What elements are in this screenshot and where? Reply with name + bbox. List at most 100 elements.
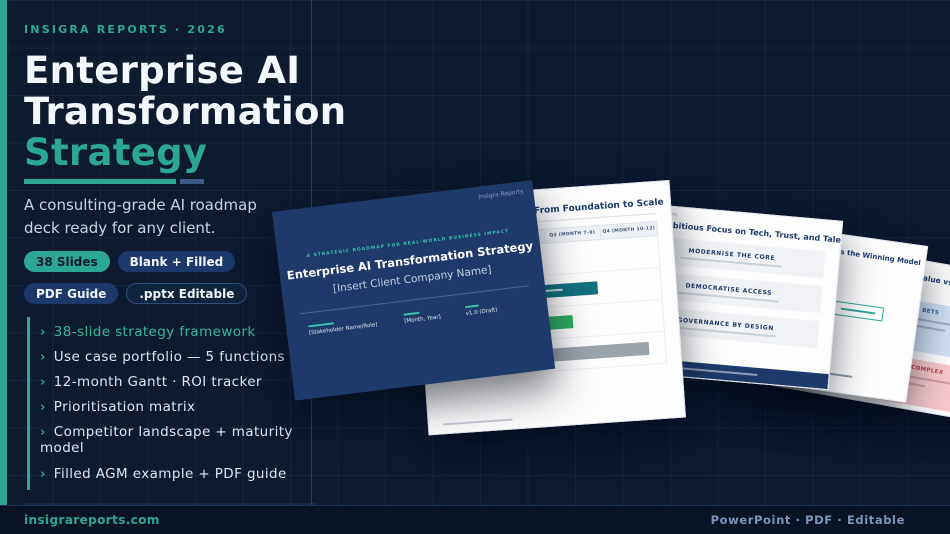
slide-brand-header: Insigra Reports xyxy=(751,227,790,239)
slide-brand-header: Insigra Reports xyxy=(478,188,524,201)
connector-line xyxy=(794,301,832,308)
gantt-row xyxy=(436,299,664,348)
chevron-icon: › xyxy=(40,425,46,441)
page-title: Enterprise AI Transformation Strategy xyxy=(24,49,346,174)
focus-band: MODERNISE THE CORE xyxy=(637,235,826,279)
slide-footnote xyxy=(734,242,924,379)
faux-text-line xyxy=(859,366,950,386)
spoke-node-box xyxy=(830,300,885,322)
quarter-label: Q2 (MONTH 4–6) xyxy=(487,229,545,247)
quadrant-heading: STRATEGIC BETS xyxy=(876,300,950,325)
footer-bar: insigrareports.com PowerPoint · PDF · Ed… xyxy=(0,505,950,534)
band-title: MODERNISE THE CORE xyxy=(688,246,776,262)
meta-value: [Month, Year] xyxy=(403,314,442,325)
title-line-1: Enterprise AI xyxy=(24,49,301,92)
feature-label: 12-month Gantt · ROI tracker xyxy=(53,373,262,390)
faux-text-line xyxy=(743,339,773,346)
slide-preview-quadrants: Four Quadrants: Business Value vs. Compl… xyxy=(771,238,950,424)
feature-label: Use case portfolio — 5 functions xyxy=(53,348,285,365)
faux-text-line xyxy=(677,291,780,303)
slide-title: 12-Month Roadmap: From Foundation to Sca… xyxy=(428,197,664,224)
badge-pptx-editable: .pptx Editable xyxy=(126,283,248,304)
faux-text-line xyxy=(788,377,838,389)
brand-eyebrow: INSIGRA REPORTS · 2026 xyxy=(24,23,227,36)
quarter-label: Q1 (MONTH 1–3) xyxy=(430,233,489,251)
center-of-excellence-hub: CENTER OF EXCELLENCE xyxy=(743,270,798,325)
badge-row-1: 38 Slides Blank + Filled xyxy=(24,251,334,272)
slide-footer-band xyxy=(614,355,829,390)
chevron-icon: › xyxy=(40,466,46,482)
spoke-node-box xyxy=(748,252,799,273)
slide-preview-execution: Insigra Reports Centralized Execution is… xyxy=(720,220,929,403)
focus-band: GOVERNANCE BY DESIGN xyxy=(631,304,820,349)
feature-label: Prioritisation matrix xyxy=(53,399,196,416)
faux-text-line xyxy=(875,310,950,330)
connector-line xyxy=(771,268,774,275)
faux-text-line xyxy=(874,317,945,332)
list-item: › 38-slide strategy framework xyxy=(30,319,334,344)
quarter-label: Q4 (MONTH 10–12) xyxy=(602,226,656,235)
meta-value: v1.0 (Draft) xyxy=(465,307,498,318)
slide-brand-header: Insigra Reports xyxy=(639,209,678,219)
slide-title: Centralized Execution is the Winning Mod… xyxy=(749,235,922,268)
square-bullet-icon xyxy=(876,301,881,305)
gantt-bar xyxy=(502,281,598,301)
faux-text-line xyxy=(735,359,853,378)
faux-text-line xyxy=(839,307,875,315)
spoke-node-box xyxy=(735,333,781,353)
slide-brand-header: Insigra Reports xyxy=(427,201,466,210)
divider xyxy=(300,285,530,315)
slide-title: Four Quadrants: Business Value vs. Compl… xyxy=(806,253,950,297)
faux-text-line xyxy=(734,364,820,379)
list-item: ›Use case portfolio — 5 functions xyxy=(30,344,334,369)
gantt-quarter-header: Q1 (MONTH 1–3) Q2 (MONTH 4–6) Q3 (MONTH … xyxy=(429,220,659,252)
faux-label-line xyxy=(464,304,480,309)
left-column: INSIGRA REPORTS · 2026 Enterprise AI Tra… xyxy=(24,0,346,532)
badge-row-2: PDF Guide .pptx Editable xyxy=(24,283,334,304)
slide-preview-focus: Insigra Reports Our Ambitious Focus on T… xyxy=(613,202,844,391)
chevron-icon: › xyxy=(40,324,46,340)
file-formats-label: PowerPoint · PDF · Editable xyxy=(710,513,905,527)
divider xyxy=(429,212,657,230)
gantt-bar xyxy=(443,254,529,273)
list-item: › Prioritisation matrix xyxy=(30,395,334,420)
feature-label: 38-slide strategy framework xyxy=(53,323,256,340)
gantt-row xyxy=(438,331,667,380)
faux-text-line xyxy=(674,325,777,337)
title-slide-meta-row: [Stakeholder Name/Role] [Month, Year] v1… xyxy=(308,296,548,336)
connector-line xyxy=(758,320,763,337)
quadrant-label: STRATEGIC BETS xyxy=(882,300,940,317)
chevron-icon: › xyxy=(40,374,46,390)
square-bullet-icon xyxy=(860,357,865,361)
quarter-label: Q3 (MONTH 7–9) xyxy=(544,225,602,243)
band-title: DEMOCRATISE ACCESS xyxy=(685,281,773,297)
list-item: ›Filled AGM example + PDF guide xyxy=(30,461,334,486)
badge-blank-filled: Blank + Filled xyxy=(117,251,236,272)
faux-text-line xyxy=(442,418,513,426)
quadrant-avoid-box: AVOID / TOO COMPLEX xyxy=(846,348,950,418)
faux-text-line xyxy=(858,373,926,388)
quadrant-strategic-bets-box: STRATEGIC BETS xyxy=(861,292,950,364)
quadrant-heading: AVOID / TOO COMPLEX xyxy=(860,356,950,382)
badge-slide-count: 38 Slides xyxy=(24,251,110,272)
faux-label-line xyxy=(403,311,420,316)
chevron-icon: › xyxy=(40,400,46,416)
badge-pdf-guide: PDF Guide xyxy=(24,283,119,304)
faux-text-line xyxy=(680,256,783,268)
list-item: ›Competitor landscape + maturity model xyxy=(30,420,334,461)
meta-field: [Month, Year] xyxy=(403,306,466,325)
band-title: GOVERNANCE BY DESIGN xyxy=(677,316,775,332)
subtitle-line-1: A consulting-grade AI roadmap xyxy=(24,196,257,214)
gantt-row xyxy=(434,267,662,316)
gantt-bar xyxy=(457,341,650,369)
title-line-3: Strategy xyxy=(24,131,208,174)
meta-field: v1.0 (Draft) xyxy=(464,299,526,318)
title-underline xyxy=(24,179,334,184)
feature-label: Competitor landscape + maturity model xyxy=(40,424,293,457)
left-accent-bar xyxy=(0,0,7,505)
gantt-bar xyxy=(506,315,574,333)
gantt-bar xyxy=(441,321,479,338)
website-link[interactable]: insigrareports.com xyxy=(24,513,160,527)
slide-preview-roadmap: Insigra Reports 12-Month Roadmap: From F… xyxy=(412,180,686,436)
slide-title: Our Ambitious Focus on Tech, Trust, and … xyxy=(638,218,844,246)
